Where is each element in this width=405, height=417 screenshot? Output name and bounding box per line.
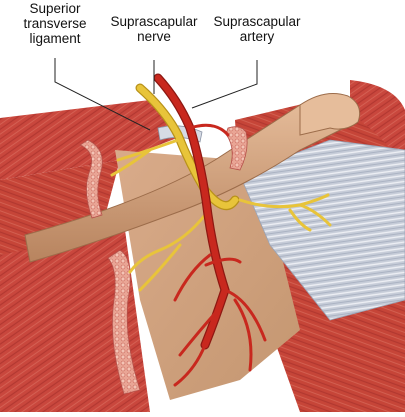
label-line: artery	[239, 29, 275, 44]
label-superior-transverse-ligament: Superior transverse ligament	[4, 1, 106, 46]
label-line: Superior	[29, 1, 81, 16]
label-suprascapular-nerve: Suprascapular nerve	[106, 14, 202, 44]
nerve-branch-supraspinatus	[110, 138, 180, 177]
label-line: ligament	[29, 31, 81, 46]
nerve-branch-lower	[128, 213, 207, 292]
suprascapular-artery-drawing	[153, 73, 267, 387]
label-line: nerve	[137, 29, 171, 44]
cut-muscle-edge-right	[225, 126, 248, 171]
deltoid-muscle	[350, 80, 405, 170]
label-line: transverse	[23, 16, 87, 31]
trapezius-muscle	[0, 100, 185, 180]
acromion-tip	[299, 93, 361, 136]
label-suprascapular-artery: Suprascapular artery	[209, 14, 305, 44]
label-line: Suprascapular	[110, 14, 198, 29]
label-line: Suprascapular	[213, 14, 301, 29]
cut-muscle-edge-upper	[79, 139, 103, 219]
ligament-fan	[239, 139, 405, 321]
leader-lines	[54, 58, 258, 131]
lower-left-muscle	[0, 230, 150, 412]
leader-artery	[191, 60, 258, 109]
nerve-branch-infraspinatus	[238, 193, 332, 232]
suprascapular-nerve-drawing	[110, 83, 332, 292]
leader-ligament	[54, 58, 151, 131]
artery-branches	[173, 123, 267, 387]
cut-muscle-edge-lower	[107, 249, 141, 395]
